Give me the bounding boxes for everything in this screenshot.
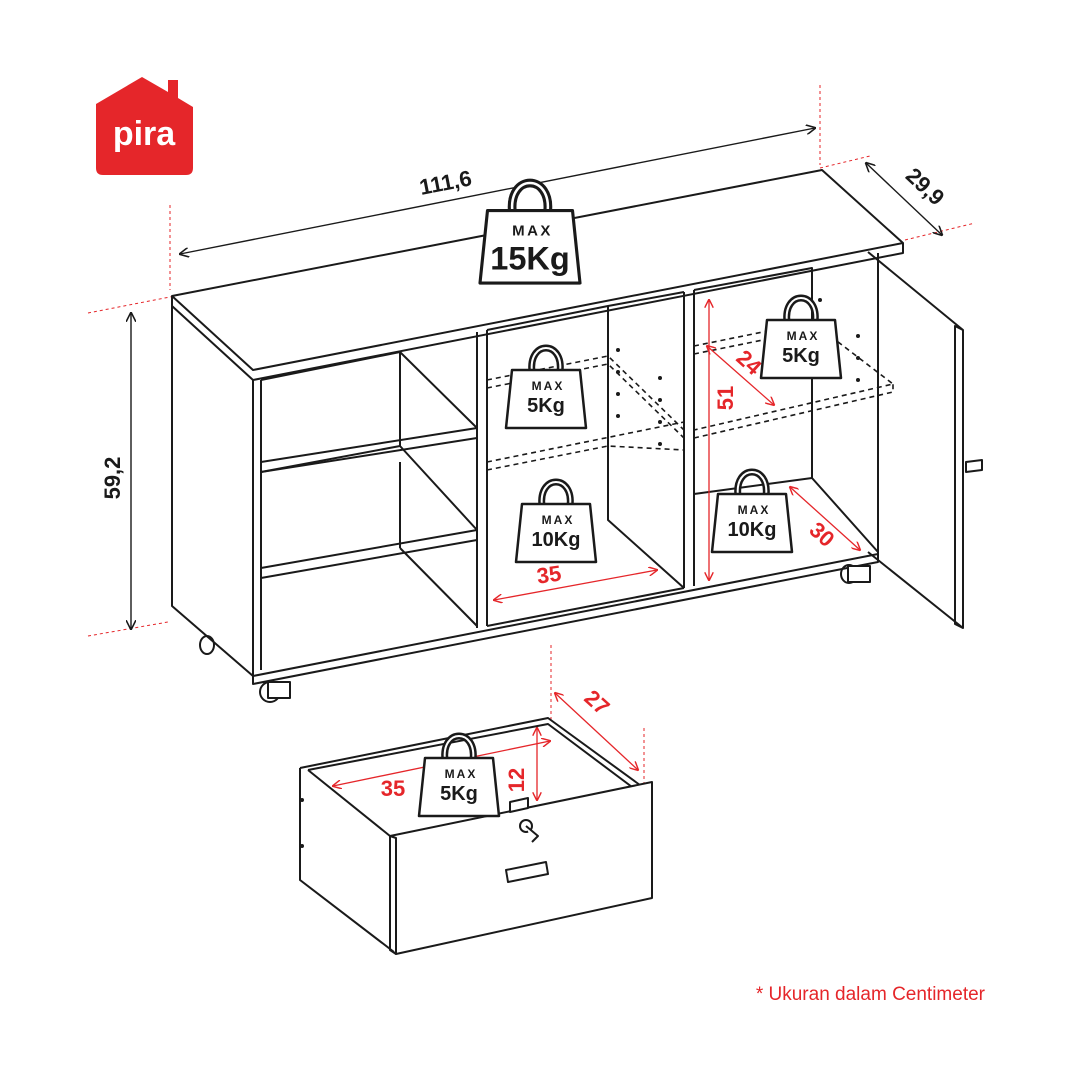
weight-top-value: 15Kg — [490, 240, 569, 276]
dim-shelf-width: 35 — [535, 560, 563, 588]
weight-right-lower: MAX 10Kg — [712, 472, 792, 552]
weight-right-upper-max: MAX — [787, 329, 820, 343]
weight-middle-upper-value: 5Kg — [527, 395, 565, 417]
dim-drawer-width: 35 — [381, 776, 405, 801]
dim-height: 59,2 — [100, 457, 125, 500]
weight-middle-lower-max: MAX — [542, 513, 575, 527]
weight-top: MAX 15Kg — [480, 183, 580, 283]
weight-right-upper: MAX 5Kg — [761, 298, 841, 378]
weight-right-lower-max: MAX — [738, 503, 771, 517]
dim-drawer-depth: 27 — [580, 685, 615, 720]
dim-shelf-depth-lower: 30 — [805, 517, 840, 552]
logo-text: pira — [113, 115, 176, 153]
weight-middle-lower-value: 10Kg — [532, 529, 581, 551]
dimension-lines-black — [131, 128, 942, 629]
pira-logo: pira — [96, 77, 193, 175]
dim-drawer-height: 12 — [504, 768, 529, 792]
dim-inner-height: 51 — [713, 386, 738, 410]
drawer — [299, 717, 653, 955]
weight-middle-lower: MAX 10Kg — [516, 482, 596, 562]
weight-right-lower-value: 10Kg — [728, 519, 777, 541]
footnote: * Ukuran dalam Centimeter — [755, 984, 985, 1005]
extension-lines — [87, 85, 976, 788]
weight-middle-upper: MAX 5Kg — [506, 348, 586, 428]
weight-middle-upper-max: MAX — [532, 379, 565, 393]
weight-top-max: MAX — [512, 223, 553, 240]
weight-drawer: MAX 5Kg — [419, 736, 499, 816]
weight-right-upper-value: 5Kg — [782, 345, 820, 367]
weight-drawer-max: MAX — [445, 767, 478, 781]
dim-width: 111,6 — [417, 165, 473, 200]
weight-drawer-value: 5Kg — [440, 783, 478, 805]
